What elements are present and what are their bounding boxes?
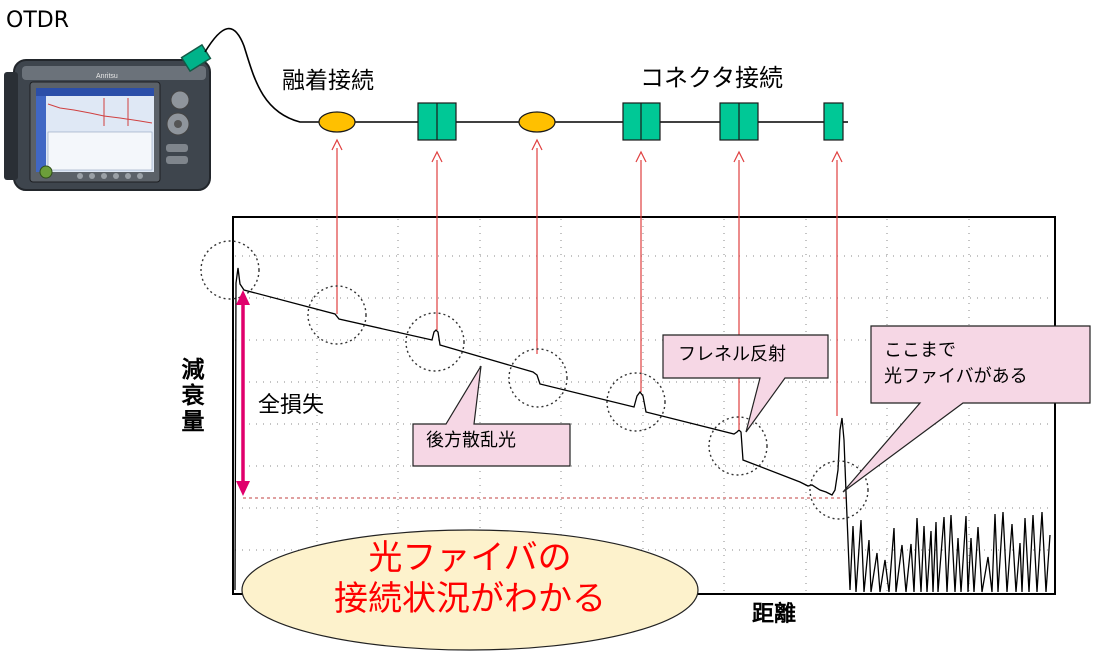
callout-backscatter-text: 後方散乱光	[426, 430, 516, 451]
fusion-splice-1	[318, 111, 356, 133]
y-axis-label: 減衰量	[181, 357, 205, 435]
event-markers	[200, 240, 869, 520]
summary-message: 光ファイバの 接続状況がわかる	[248, 538, 692, 621]
connectors	[417, 102, 844, 141]
otdr-port-connector	[180, 43, 212, 73]
connector-label: コネクタ接続	[640, 64, 784, 92]
event-circle-start	[200, 240, 260, 300]
event-circle-splice-1	[307, 285, 367, 345]
event-circle-connector-1	[405, 312, 465, 372]
brand-logo: Anritsu	[96, 73, 118, 80]
fusion-splice-2	[518, 111, 556, 133]
total-loss-arrow	[236, 290, 250, 496]
fusion-splices	[318, 111, 556, 133]
fiber-cable	[204, 27, 848, 123]
summary-line2: 接続状況がわかる	[334, 579, 606, 620]
x-axis-label: 距離	[752, 602, 797, 627]
otdr-trace	[234, 267, 847, 591]
noise-floor	[845, 491, 1051, 593]
callout-fiber-end	[842, 325, 1091, 493]
event-circle-splice-2	[508, 348, 568, 408]
callout-fiber-end-line1: ここまで	[884, 340, 956, 361]
total-loss-label: 全損失	[258, 393, 325, 418]
event-leaders	[331, 138, 843, 430]
callout-backscatter	[412, 365, 571, 467]
event-circle-connector-2	[606, 372, 666, 432]
otdr-device: Anritsu	[4, 43, 212, 191]
callout-fiber-end-text: ここまで 光ファイバがある	[884, 338, 1028, 389]
callout-fresnel	[662, 334, 829, 433]
callout-fresnel-text: フレネル反射	[678, 344, 786, 365]
message-bubble	[241, 529, 699, 651]
event-circle-connector-3	[708, 416, 768, 476]
summary-line1: 光ファイバの	[368, 538, 572, 578]
event-circle-fiber-end	[809, 460, 869, 520]
callout-fiber-end-line2: 光ファイバがある	[884, 365, 1028, 387]
fusion-splice-label: 融着接続	[282, 68, 374, 94]
fiber-end-connector	[823, 102, 844, 141]
otdr-label: OTDR	[6, 8, 69, 33]
